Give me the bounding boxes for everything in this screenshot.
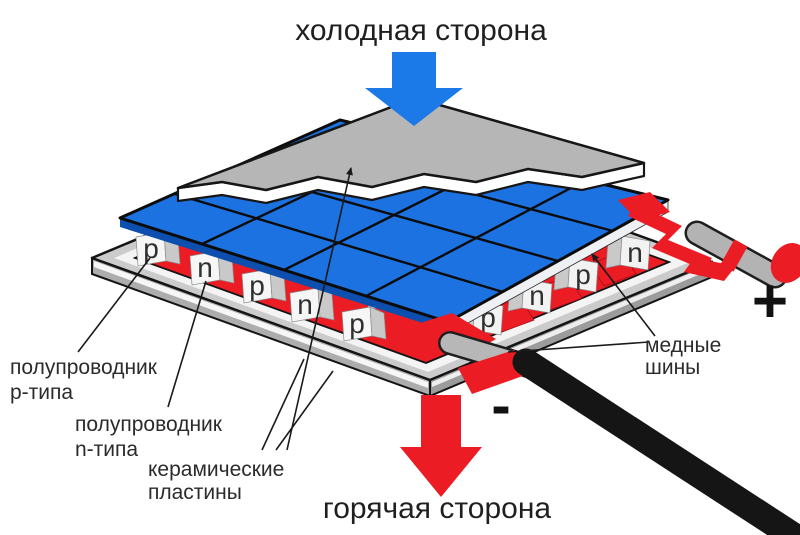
pointer-line-p-type [77, 257, 151, 353]
block-letter-n: n [529, 280, 545, 311]
svg-text:медные: медные [645, 334, 721, 357]
copper-tab-corner [618, 192, 670, 221]
svg-text:p-типа: p-типа [10, 381, 73, 404]
hot-side-arrow [400, 395, 482, 497]
pointer-line-ceramic-top [286, 167, 353, 451]
cold-side-arrow [365, 52, 463, 126]
positive-wire-end [770, 243, 800, 283]
semiconductor-block: n [289, 287, 335, 323]
block-letter-p: p [575, 259, 591, 290]
copper-buses-label: медные шины [645, 334, 721, 379]
copper-band-on-sleeve [720, 239, 748, 272]
semiconductor-n-label: полупроводник n-типа [75, 413, 223, 461]
block-letter-p: p [143, 233, 159, 264]
semiconductor-blocks-left: p n p n p [135, 231, 387, 342]
blue-plate-edge-left [120, 218, 448, 331]
ceramic-plates-label: керамические пластины [148, 458, 284, 504]
svg-text:керамические: керамические [148, 458, 284, 481]
top-ceramic-plate [176, 96, 646, 205]
semiconductor-p-label: полупроводник p-типа [10, 356, 158, 404]
pointer-line-copper-2 [507, 341, 650, 353]
hot-side-title: горячая сторона [323, 492, 551, 525]
negative-wire [394, 313, 800, 535]
svg-text:шины: шины [645, 356, 700, 379]
positive-wire [618, 192, 800, 289]
semiconductor-block: p [135, 231, 181, 267]
block-letter-n: n [197, 252, 213, 283]
base-side-left-highlight [94, 261, 428, 388]
block-letter-n: n [627, 237, 643, 268]
semiconductor-block: p [341, 306, 387, 342]
pointer-line-ceramic-base-2 [275, 370, 334, 451]
pointer-line-ceramic-base-1 [261, 358, 305, 451]
pointer-line-n-type [167, 280, 207, 408]
pointer-line-copper-1 [591, 253, 656, 337]
cold-side-title: холодная сторона [295, 14, 547, 47]
block-letter-p: p [349, 308, 365, 339]
leader-lines [77, 167, 656, 451]
block-letter-p: p [249, 270, 265, 301]
block-letter-n: n [297, 289, 313, 320]
copper-piece-below-sleeve [684, 258, 736, 281]
black-cable [512, 348, 800, 535]
svg-text:пластины: пластины [148, 481, 242, 504]
svg-text:полупроводник: полупроводник [75, 413, 223, 436]
plus-sign: + [752, 267, 788, 336]
minus-sign: - [491, 373, 510, 438]
top-plate-face [176, 96, 646, 192]
svg-text:n-типа: n-типа [75, 438, 138, 461]
copper-ribbon-positive [628, 204, 712, 270]
semiconductor-block: p [241, 268, 287, 304]
svg-text:полупроводник: полупроводник [10, 356, 158, 379]
